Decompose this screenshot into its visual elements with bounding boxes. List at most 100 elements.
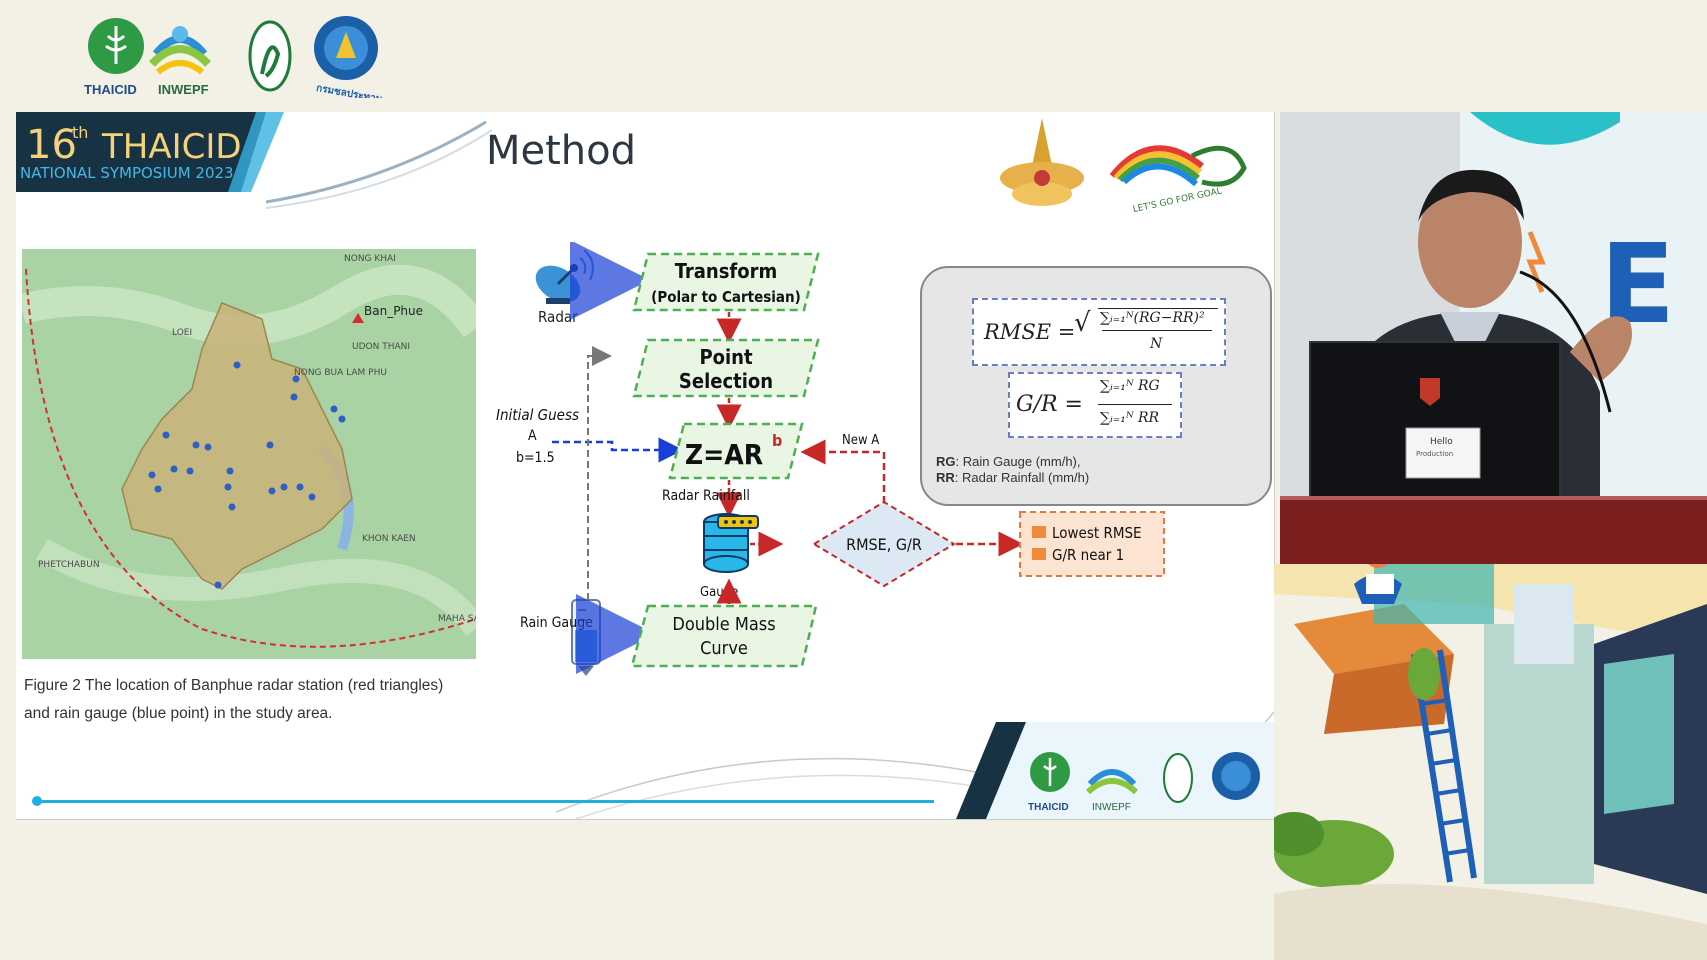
laptop-icon: Hello Production bbox=[1309, 341, 1561, 503]
result-criteria-box bbox=[1019, 511, 1165, 577]
rainbow-goal-emblem: LET'S GO FOR GOAL bbox=[1109, 145, 1247, 215]
formula-panel: RMSE = √ ∑ᵢ₌₁ᴺ(RG−RR)² N G/R = ∑ᵢ₌₁ᴺ RG … bbox=[920, 266, 1272, 506]
point-selection-sublabel: Selection bbox=[679, 369, 773, 393]
gr-near-label: G/R near 1 bbox=[1052, 546, 1124, 564]
zar-step bbox=[668, 422, 804, 480]
laptop-sticker bbox=[1405, 427, 1481, 479]
royal-crown-emblem bbox=[1000, 118, 1084, 206]
banner-org: THAICID bbox=[101, 127, 242, 167]
legend-rg-text: : Rain Gauge (mm/h), bbox=[955, 454, 1081, 469]
rid-logo-text: กรมชลประทาน bbox=[315, 82, 383, 98]
naga-logo bbox=[248, 20, 292, 92]
podium bbox=[1280, 498, 1707, 564]
footer-logos: THAICID INWEPF bbox=[1028, 752, 1260, 813]
method-flowchart: Radar Transform (Polar to Cartesian) Poi… bbox=[496, 242, 1165, 676]
banner-suffix: th bbox=[72, 123, 88, 142]
banner-subtitle: NATIONAL SYMPOSIUM 2023 bbox=[20, 164, 234, 182]
rain-gauge-icon bbox=[571, 599, 601, 676]
double-mass-label: Double Mass bbox=[672, 614, 775, 635]
initial-guess-arrow bbox=[552, 437, 684, 463]
map-label-nong-khai: NONG KHAI bbox=[344, 254, 396, 264]
gr-numerator: ∑ᵢ₌₁ᴺ RG bbox=[1100, 378, 1160, 394]
point-selection-label: Point bbox=[699, 345, 753, 369]
progress-line bbox=[34, 800, 934, 803]
map-caption-line1: Figure 2 The location of Banphue radar s… bbox=[24, 677, 444, 694]
rmse-lhs: RMSE = bbox=[984, 320, 1076, 344]
legend-rr-key: RR bbox=[936, 470, 955, 485]
legend-rr: RR: Radar Rainfall (mm/h) bbox=[936, 470, 1089, 485]
banner-number: 16 bbox=[26, 122, 77, 168]
database-icon bbox=[703, 513, 759, 573]
zar-exponent: b bbox=[772, 431, 782, 450]
inwepf-logo-text: INWEPF bbox=[158, 82, 209, 97]
initial-guess-label: Initial Guess bbox=[496, 406, 579, 424]
rid-logo: กรมชลประทาน bbox=[314, 16, 384, 98]
symposium-banner: 16 th THAICID NATIONAL SYMPOSIUM 2023 bbox=[16, 112, 284, 192]
legend-rg: RG: Rain Gauge (mm/h), bbox=[936, 454, 1081, 469]
gr-formula: G/R = ∑ᵢ₌₁ᴺ RG ∑ᵢ₌₁ᴺ RR bbox=[1008, 372, 1182, 438]
rmse-gr-label: RMSE, G/R bbox=[846, 535, 922, 554]
map-caption: Figure 2 The location of Banphue radar s… bbox=[24, 672, 484, 728]
rain-gauge-feedback-arrow bbox=[587, 346, 612, 600]
transform-label: Transform bbox=[675, 259, 777, 283]
map-label-udon-thani: UDON THANI bbox=[352, 342, 410, 352]
transform-sublabel: (Polar to Cartesian) bbox=[651, 288, 801, 306]
background-illustration bbox=[1274, 564, 1707, 960]
map-label-phetchabun: PHETCHABUN bbox=[38, 560, 100, 570]
initial-a-label: A bbox=[528, 428, 537, 444]
radar-label: Radar bbox=[538, 308, 578, 326]
point-selection-step bbox=[632, 338, 820, 398]
map-label-ban-phue: Ban_Phue bbox=[364, 304, 423, 318]
map-label-maha-sarakham: MAHA SARAKHAM bbox=[438, 614, 476, 624]
sqrt-symbol: √ bbox=[1074, 308, 1091, 338]
radar-rainfall-label: Radar Rainfall bbox=[662, 488, 750, 504]
speaker-video: E Hello Production bbox=[1280, 112, 1707, 564]
result-bullet-icon-1 bbox=[1032, 526, 1046, 538]
speaker-webcam: E Hello Production bbox=[1280, 112, 1707, 564]
legend-rg-key: RG bbox=[936, 454, 956, 469]
rain-gauge-points bbox=[148, 361, 346, 589]
radar-icon bbox=[535, 249, 594, 304]
person-with-laptop bbox=[1354, 564, 1402, 604]
footer-thaicid-text: THAICID bbox=[1028, 802, 1069, 813]
map-label-loei: LOEI bbox=[172, 328, 192, 338]
rmse-formula: RMSE = √ ∑ᵢ₌₁ᴺ(RG−RR)² N bbox=[972, 298, 1226, 366]
legend-rr-text: : Radar Rainfall (mm/h) bbox=[954, 470, 1090, 485]
map-graphic: NONG KHAI LOEI Ban_Phue UDON THANI NONG … bbox=[22, 249, 476, 659]
slide-title: Method bbox=[486, 128, 637, 174]
rmse-gr-decision bbox=[812, 500, 956, 588]
laptop-sticker-line1: Hello bbox=[1430, 437, 1453, 447]
gauge-label: Gauge bbox=[700, 585, 738, 600]
gr-denominator: ∑ᵢ₌₁ᴺ RR bbox=[1100, 410, 1160, 426]
royal-emblems: LET'S GO FOR GOAL bbox=[1000, 118, 1247, 215]
map-caption-line2: and rain gauge (blue point) in the study… bbox=[24, 705, 333, 722]
radar-station-marker bbox=[352, 313, 364, 323]
laptop-sticker-line2: Production bbox=[1416, 450, 1453, 458]
lowest-rmse-label: Lowest RMSE bbox=[1052, 524, 1142, 542]
map-label-nong-bua-lam-phu: NONG BUA LAM PHU bbox=[294, 368, 387, 378]
footer-inwepf-text: INWEPF bbox=[1092, 802, 1131, 813]
presentation-slide: 16 th THAICID NATIONAL SYMPOSIUM 2023 Me… bbox=[16, 112, 1275, 820]
study-area-map: NONG KHAI LOEI Ban_Phue UDON THANI NONG … bbox=[22, 249, 476, 659]
result-bullet-icon-2 bbox=[1032, 548, 1046, 560]
rmse-denominator: N bbox=[1150, 336, 1163, 352]
header-logos: THAICID INWEPF กรมชลประทาน bbox=[84, 16, 384, 98]
study-area-polygon bbox=[121, 302, 353, 590]
plant-icon bbox=[1274, 648, 1440, 888]
transform-step bbox=[632, 252, 820, 312]
map-label-khon-kaen: KHON KAEN bbox=[362, 534, 416, 544]
double-mass-step bbox=[630, 604, 818, 668]
radar-range-circle bbox=[25, 268, 476, 648]
thaicid-logo-text: THAICID bbox=[84, 82, 137, 97]
rain-gauge-label: Rain Gauge bbox=[520, 615, 593, 631]
rmse-numerator: ∑ᵢ₌₁ᴺ(RG−RR)² bbox=[1100, 310, 1205, 326]
double-mass-sublabel: Curve bbox=[700, 638, 748, 659]
new-a-label: New A bbox=[842, 433, 879, 448]
gr-lhs: G/R = bbox=[1016, 392, 1083, 417]
emblem-text: LET'S GO FOR GOAL bbox=[1132, 186, 1223, 215]
inwepf-logo: INWEPF bbox=[149, 26, 211, 97]
map-labels: NONG KHAI LOEI Ban_Phue UDON THANI NONG … bbox=[38, 254, 476, 624]
banner-swoosh bbox=[266, 120, 493, 209]
thaicid-logo: THAICID bbox=[84, 18, 144, 97]
zar-label: Z=AR bbox=[685, 438, 763, 471]
